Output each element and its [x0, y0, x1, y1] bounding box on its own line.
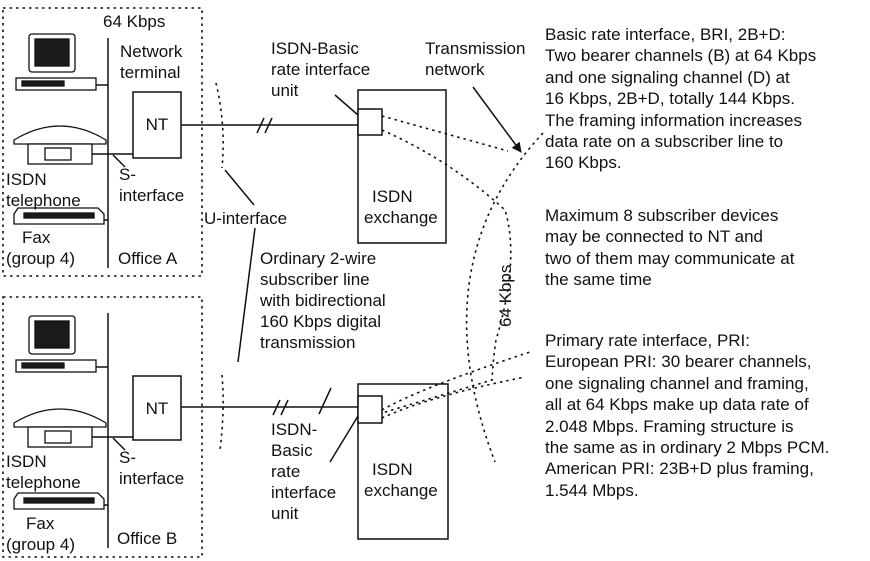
- u-interface-marker-a: [215, 82, 224, 169]
- office-b-nt-label: NT: [146, 399, 169, 418]
- office-a-rate-label: 64 Kbps: [103, 12, 165, 31]
- subscriber-line-label: Ordinary 2-wire subscriber line with bid…: [259, 249, 390, 352]
- office-a-s-interface-label: S- interface: [119, 165, 184, 205]
- transmission-network-arrow: [472, 86, 522, 153]
- office-b-fax-icon: [13, 492, 108, 510]
- office-b-s-interface-label: S- interface: [119, 448, 184, 488]
- office-a-fax-icon: [13, 207, 108, 225]
- exchange-b-label: ISDN exchange: [364, 460, 438, 500]
- exchange-a-label: ISDN exchange: [364, 187, 438, 227]
- office-b-nt-box: [132, 375, 182, 441]
- bri-unit-a-box: [357, 108, 383, 136]
- office-a-boundary: [2, 7, 203, 277]
- trunk-a-upper: [381, 115, 509, 152]
- office-b-boundary: [2, 296, 203, 558]
- bri-unit-bottom-label: ISDN- Basic rate interface unit: [271, 420, 341, 523]
- u-interface-label: U-interface: [204, 209, 287, 228]
- office-a-isdn-telephone-label: ISDN telephone: [6, 170, 81, 210]
- office-a-label: Office A: [118, 249, 178, 268]
- office-a-network-terminal-label: Network terminal: [120, 42, 187, 82]
- office-a-nt-label: NT: [146, 115, 169, 134]
- bri-description: Basic rate interface, BRI, 2B+D: Two bea…: [545, 25, 817, 173]
- office-b-fax-label: Fax (group 4): [6, 514, 75, 554]
- office-b-isdn-telephone-icon: [13, 408, 108, 448]
- bri-unit-top-label: ISDN-Basic rate interface unit: [271, 39, 375, 100]
- transmission-network-boundary: [465, 132, 544, 463]
- bri-unit-b-box: [357, 395, 383, 424]
- office-a-computer-icon: [15, 33, 108, 91]
- u-interface-marker-b: [219, 374, 224, 451]
- office-b-computer-icon: [15, 315, 108, 373]
- transmission-network-label: Transmission network: [425, 39, 530, 79]
- office-b-label: Office B: [117, 529, 177, 548]
- trunk-rate-label: 64 Kbps: [496, 265, 515, 327]
- pri-description: Primary rate interface, PRI: European PR…: [545, 331, 830, 500]
- office-b-isdn-telephone-label: ISDN telephone: [6, 452, 81, 492]
- office-a-isdn-telephone-icon: [13, 125, 108, 165]
- max-devices-description: Maximum 8 subscriber devices may be conn…: [545, 206, 795, 290]
- office-a-fax-label: Fax (group 4): [6, 228, 75, 268]
